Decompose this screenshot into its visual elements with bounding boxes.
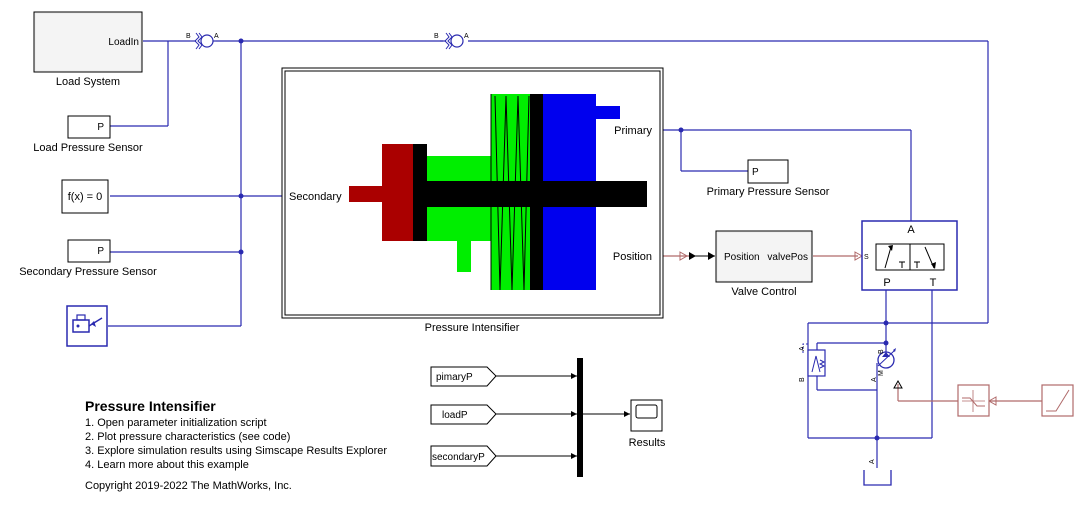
solver-configuration-text: f(x) = 0 [68,191,103,203]
check-valve-2-port-b: B [434,33,439,40]
intensifier-port-position: Position [613,251,652,263]
from-tag-secondaryP-label: secondaryP [432,452,485,463]
pump-block[interactable]: B A M [871,348,896,382]
annotation-copyright: Copyright 2019-2022 The MathWorks, Inc. [85,480,292,492]
saturation-block[interactable] [957,384,990,417]
secondary-pressure-sensor-block[interactable]: P Secondary Pressure Sensor [19,239,157,278]
annotation-link-init-script[interactable]: 1. Open parameter initialization script [85,417,267,429]
pump-port-m: M [878,370,885,376]
primary-pressure-sensor-block[interactable]: P Primary Pressure Sensor [707,159,830,198]
secondary-pressure-sensor-label: Secondary Pressure Sensor [19,266,157,278]
pump-port-a: A [871,377,878,382]
valve-control-out-port: valvePos [767,252,808,263]
tank-block[interactable]: A [863,459,892,486]
check-valve-2[interactable]: B A [434,32,469,50]
intensifier-graphic [349,94,647,291]
directional-valve-block[interactable]: A P T S [861,220,958,291]
check-valve-1-port-a: A [214,33,219,40]
from-tag-pimaryP[interactable]: pimaryP [430,366,497,387]
pressure-intensifier-label: Pressure Intensifier [425,322,520,334]
primary-pressure-sensor-label: Primary Pressure Sensor [707,186,830,198]
valve-control-block[interactable]: Position valvePos Valve Control [715,230,813,298]
relief-valve-port-a: A [799,346,806,351]
check-valve-1-port-b: B [186,33,191,40]
junction-dots [238,38,889,441]
valve-port-t: T [930,277,937,289]
hydraulic-fluid-block[interactable] [66,305,108,347]
tank-port-a: A [869,459,876,464]
from-tag-secondaryP[interactable]: secondaryP [430,445,497,467]
from-tag-loadP-label: loadP [442,410,468,421]
solver-configuration-block[interactable]: f(x) = 0 [61,179,109,214]
valve-port-p: P [883,277,890,289]
results-label: Results [629,437,666,449]
from-tag-loadP[interactable]: loadP [430,404,497,425]
load-system-block[interactable]: LoadIn Load System [33,11,143,88]
load-system-port-label: LoadIn [108,37,139,48]
valve-port-s: S [864,254,869,261]
valve-symbol-icon [875,243,945,271]
relief-valve-port-b: B [799,377,806,382]
valve-control-in-port: Position [724,252,760,263]
model-annotation: Pressure Intensifier 1. Open parameter i… [85,398,387,492]
secondary-pressure-sensor-port: P [97,246,104,257]
intensifier-port-secondary: Secondary [289,191,342,203]
results-scope-block[interactable]: Results [629,399,666,449]
relief-valve-block[interactable]: A B [799,343,826,382]
from-tag-pimaryP-label: pimaryP [436,372,473,383]
ramp-source-block[interactable] [1041,384,1074,417]
annotation-link-learn-more[interactable]: 4. Learn more about this example [85,459,249,471]
load-pressure-sensor-port: P [97,122,104,133]
load-pressure-sensor-label: Load Pressure Sensor [33,142,143,154]
pump-port-b: B [878,349,885,354]
valve-control-label: Valve Control [731,286,796,298]
oil-can-icon [72,314,103,333]
annotation-title: Pressure Intensifier [85,398,216,414]
load-pressure-sensor-block[interactable]: P Load Pressure Sensor [33,115,143,154]
check-valve-2-port-a: A [464,33,469,40]
pressure-intensifier-block[interactable]: Secondary Primary Position Pressure Inte… [281,67,664,334]
annotation-link-results-explorer[interactable]: 3. Explore simulation results using Sims… [85,445,388,457]
mux-block[interactable] [577,358,583,477]
load-system-label: Load System [56,76,120,88]
hydraulic-wires [108,40,989,468]
scope-icon [635,404,658,419]
primary-pressure-sensor-port: P [752,167,759,178]
annotation-link-plot-pressure[interactable]: 2. Plot pressure characteristics (see co… [85,431,291,443]
check-valve-1[interactable]: B A [186,32,219,50]
valve-port-a: A [907,224,915,236]
intensifier-port-primary: Primary [614,125,652,137]
